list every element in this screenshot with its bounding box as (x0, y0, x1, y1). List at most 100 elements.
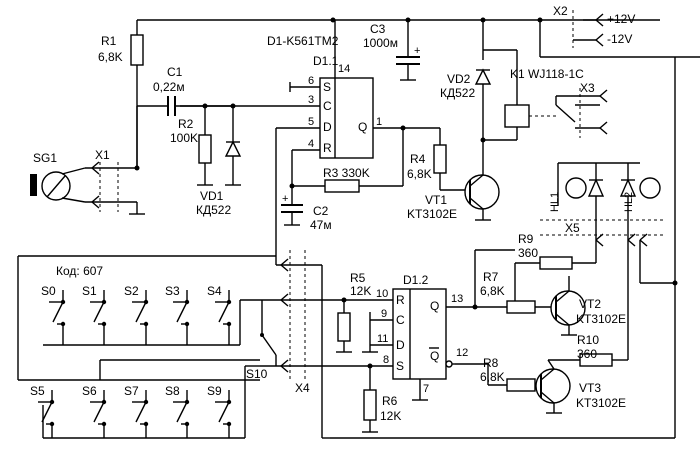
d1-2-flipflop: D1.2 R C D S Q Q 10 9 11 8 13 12 7 (322, 249, 515, 401)
r8-resistor (506, 378, 536, 392)
svg-text:9: 9 (381, 308, 387, 320)
x3-label: X3 (580, 81, 595, 95)
vd2-label: VD2 (447, 72, 471, 86)
svg-text:1: 1 (376, 116, 382, 128)
plus-12v-label: +12V (607, 12, 635, 26)
switch-s4-label: S4 (207, 284, 222, 298)
r6-label: R6 (382, 394, 398, 408)
switch-s6-label: S6 (82, 384, 97, 398)
switch-s1-label: S1 (82, 284, 97, 298)
r5-value: 12K (350, 284, 371, 298)
svg-text:13: 13 (451, 293, 463, 305)
c3-value: 1000м (363, 36, 398, 50)
svg-text:D: D (323, 120, 332, 134)
x2-power-connector: X2 +12V -12V (539, 4, 700, 58)
vd1-label: VD1 (200, 189, 224, 203)
svg-text:11: 11 (377, 333, 388, 345)
switch-s7-label: S7 (124, 384, 139, 398)
vd1-diode (224, 140, 242, 157)
r9-resistor (539, 256, 573, 270)
r6-value: 12K (380, 409, 401, 423)
r3-c2-timing: R3 330K + C2 47м (281, 166, 403, 232)
s10-label: S10 (246, 367, 268, 381)
minus-12v-label: -12V (607, 32, 632, 46)
x5-label: X5 (565, 221, 580, 235)
r9-label: R9 (518, 232, 534, 246)
r6-resistor (363, 389, 377, 421)
svg-text:6: 6 (308, 75, 314, 87)
k1-relay-coil (504, 104, 530, 128)
r2-label: R2 (178, 117, 194, 131)
switch-s9: S9 (207, 384, 232, 438)
sg1-sensor: SG1 X1 (30, 148, 145, 215)
d1-1-flipflop: D1-K561TM2 D1.1 14 S C D R Q 6 3 5 4 1 (180, 20, 440, 265)
r3-resistor (324, 179, 360, 193)
relay-k1-circuit: VD2 КД522 K1 WJ118-1C X3 (440, 20, 608, 143)
r10-value: 360 (577, 347, 597, 361)
switch-s7: S7 (124, 384, 149, 438)
r2-value: 100K (170, 131, 198, 145)
svg-text:C: C (323, 99, 332, 113)
d1-2-label: D1.2 (403, 273, 429, 287)
r8-value: 6,8K (480, 370, 505, 384)
svg-text:S: S (323, 80, 331, 94)
switch-s2-label: S2 (124, 284, 139, 298)
r4-value: 6,8K (407, 167, 432, 181)
switch-s0-label: S0 (41, 284, 56, 298)
svg-text:12: 12 (456, 347, 468, 359)
svg-text:Q: Q (358, 120, 367, 134)
vt1-value: KT3102E (407, 207, 457, 221)
vt2-label: VT2 (579, 297, 601, 311)
svg-text:Q: Q (430, 299, 439, 313)
d1-1-label: D1.1 (313, 54, 339, 68)
vt3-stage: R10 360 R8 6,8K VT3 KT3102E (455, 240, 629, 414)
svg-text:S: S (396, 359, 404, 373)
switch-s5: S5 (30, 384, 55, 438)
vt3-value: KT3102E (576, 396, 626, 410)
x4-label: X4 (295, 381, 310, 395)
sg1-label: SG1 (33, 151, 57, 165)
r2-resistor (198, 134, 212, 164)
r5-label: R5 (350, 271, 366, 285)
vd1-value: КД522 (196, 203, 231, 217)
sg1-body (30, 174, 37, 196)
vt2-value: KT3102E (576, 312, 626, 326)
r1-value: 6,8K (98, 50, 123, 64)
c2-label: C2 (313, 204, 329, 218)
x1-label: X1 (95, 148, 110, 162)
r10-label: R10 (577, 333, 599, 347)
svg-text:+: + (414, 45, 420, 57)
input-network: C1 0,22м R2 100K VD1 КД522 (136, 65, 242, 217)
c3-label: C3 (370, 22, 386, 36)
r7-label: R7 (483, 270, 499, 284)
hl1-label: HL1 (549, 192, 561, 212)
hl2-label: HL2 (623, 192, 635, 212)
r7-resistor (506, 300, 536, 314)
svg-text:8: 8 (383, 354, 389, 366)
svg-text:5: 5 (308, 116, 314, 128)
c1-value: 0,22м (153, 80, 185, 94)
svg-text:Q: Q (430, 349, 439, 363)
svg-text:3: 3 (308, 94, 314, 106)
switch-s1: S1 (82, 284, 107, 345)
r4-label: R4 (410, 152, 426, 166)
c2-value: 47м (310, 218, 332, 232)
code-keypad: Код: 607 (17, 255, 276, 439)
r3-label: R3 330K (323, 166, 370, 180)
svg-text:7: 7 (423, 383, 429, 395)
vt2-stage: R9 360 R7 6,8K VT2 KT3102E (475, 232, 626, 336)
hl2-led (619, 178, 637, 197)
vd2-value: КД522 (440, 86, 475, 100)
r5-r6-pulldowns: R5 12K R6 12K (322, 271, 401, 433)
r5-resistor (337, 312, 351, 342)
svg-text:10: 10 (376, 288, 388, 300)
svg-text:R: R (323, 141, 332, 155)
switch-s3: S3 (165, 284, 190, 345)
vt3-label: VT3 (579, 381, 601, 395)
vd2-diode (474, 68, 492, 85)
vt1-label: VT1 (425, 193, 447, 207)
switch-s0: S0 (41, 284, 66, 345)
r4-vt1-stage: R4 6,8K VT1 KT3102E (407, 128, 500, 221)
